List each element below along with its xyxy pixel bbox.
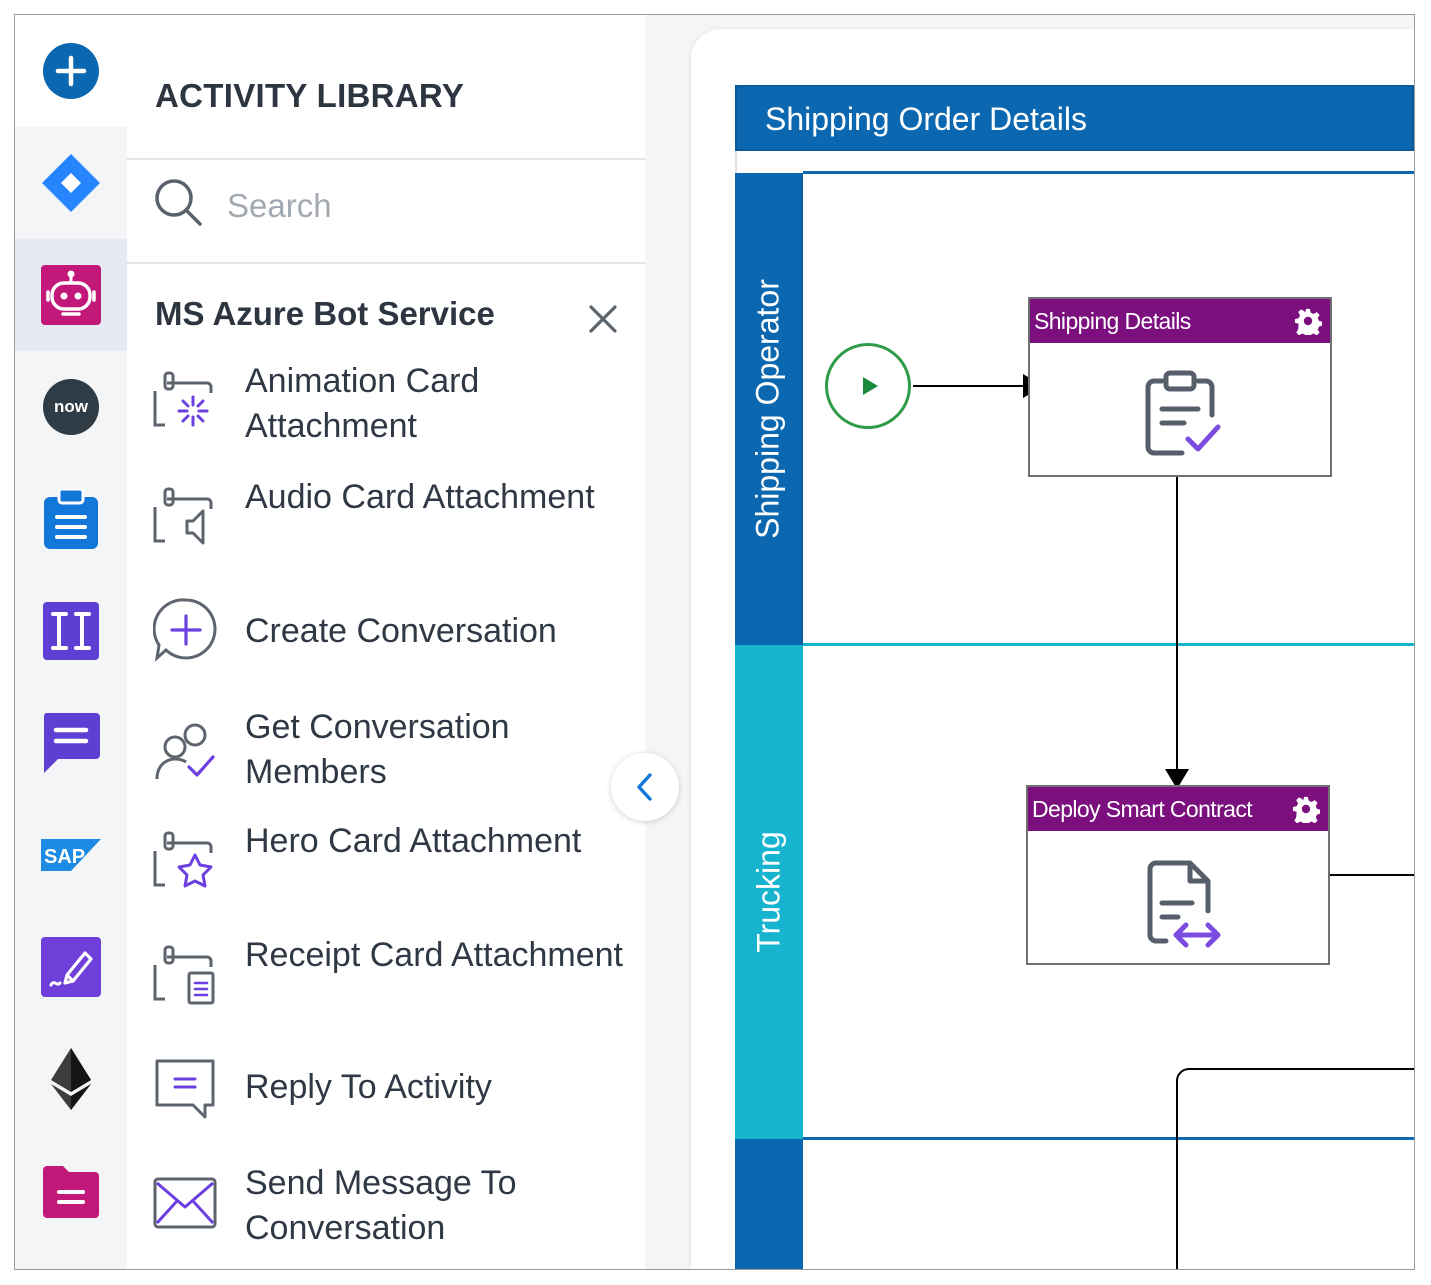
signature-icon xyxy=(41,937,101,997)
activity-label: Hero Card Attachment xyxy=(245,822,582,860)
task-header: Shipping Details xyxy=(1030,299,1330,343)
text-cursor-icon xyxy=(43,602,99,660)
svg-text:SAP: SAP xyxy=(44,846,85,868)
clipboard-icon xyxy=(44,489,98,549)
rail-item-document[interactable] xyxy=(15,1135,127,1247)
rail-item-chat[interactable] xyxy=(15,687,127,799)
rail-item-servicenow[interactable]: now xyxy=(15,351,127,463)
play-icon xyxy=(863,377,878,395)
process-canvas[interactable]: Shipping Order Details Shipping Operator… xyxy=(691,29,1414,1269)
rail-item-signature[interactable] xyxy=(15,911,127,1023)
search-divider xyxy=(127,262,645,264)
task-shipping-details[interactable]: Shipping Details xyxy=(1028,297,1332,477)
hero-card-icon xyxy=(153,831,213,888)
audio-card-icon xyxy=(153,487,213,545)
gear-icon[interactable] xyxy=(1292,795,1320,823)
reply-activity-icon xyxy=(155,1059,215,1119)
clipboard-check-icon xyxy=(1145,370,1221,456)
task-header: Deploy Smart Contract xyxy=(1028,787,1328,831)
sap-icon: SAP xyxy=(41,839,101,871)
servicenow-icon: now xyxy=(43,379,99,435)
lane-label: Trucking xyxy=(750,831,787,953)
svg-text:now: now xyxy=(54,397,89,416)
pool-gap xyxy=(735,151,1414,173)
start-event[interactable] xyxy=(825,343,911,429)
create-conversation-icon xyxy=(153,598,217,662)
jira-icon xyxy=(42,154,100,212)
ethereum-icon xyxy=(51,1048,91,1110)
gear-icon[interactable] xyxy=(1294,307,1322,335)
activity-label: Audio Card Attachment xyxy=(245,478,595,516)
chevron-left-icon xyxy=(637,773,652,801)
lane-divider xyxy=(803,643,1414,646)
activity-item-audio-card[interactable]: Audio Card Attachment xyxy=(153,475,623,567)
rail-item-sap[interactable]: SAP xyxy=(15,799,127,911)
activity-item-animation-card[interactable]: Animation Card Attachment xyxy=(153,359,623,451)
lane-shipping-operator[interactable]: Shipping Operator xyxy=(735,173,803,645)
lane-divider xyxy=(803,1137,1414,1140)
activity-label: Reply To Activity xyxy=(245,1068,492,1106)
chat-icon xyxy=(43,713,100,773)
search-box xyxy=(153,175,623,241)
pool-header[interactable]: Shipping Order Details xyxy=(735,85,1414,151)
library-title: ACTIVITY LIBRARY xyxy=(155,77,465,114)
pool-title: Shipping Order Details xyxy=(765,101,1087,137)
search-icon xyxy=(155,179,202,226)
activity-item-get-conversation-members[interactable]: Get Conversation Members xyxy=(153,705,623,797)
task-title: Shipping Details xyxy=(1034,308,1191,334)
activity-label: Animation Card Attachment xyxy=(245,362,480,445)
rail-add-button[interactable] xyxy=(15,15,127,127)
activity-library-panel: ACTIVITY LIBRARY MS Azure Bot Service An xyxy=(127,15,645,1269)
activity-item-reply-to-activity[interactable]: Reply To Activity xyxy=(153,1055,623,1121)
add-icon xyxy=(43,43,99,99)
activity-label: Receipt Card Attachment xyxy=(245,936,623,974)
library-divider xyxy=(127,158,645,160)
rail-item-azure-bot[interactable] xyxy=(15,239,127,351)
search-input[interactable] xyxy=(225,183,609,229)
rail-item-clipboard[interactable] xyxy=(15,463,127,575)
send-message-icon xyxy=(153,1177,217,1229)
activity-label: Create Conversation xyxy=(245,612,557,650)
lane-divider xyxy=(803,171,1414,174)
task-title: Deploy Smart Contract xyxy=(1032,796,1253,822)
rail-item-jira[interactable] xyxy=(15,127,127,239)
azure-bot-icon xyxy=(41,265,101,325)
receipt-card-icon xyxy=(153,945,215,1005)
animation-card-icon xyxy=(153,371,213,427)
collapse-panel-button[interactable] xyxy=(611,753,679,821)
rail-item-text-input[interactable] xyxy=(15,575,127,687)
lane-trucking[interactable]: Trucking xyxy=(735,645,803,1139)
activity-label: Get Conversation Members xyxy=(245,708,510,791)
conversation-members-icon xyxy=(155,723,215,780)
document-icon xyxy=(43,1166,99,1218)
lane-third[interactable] xyxy=(735,1139,803,1269)
close-icon[interactable] xyxy=(583,299,623,339)
lane-label: Shipping Operator xyxy=(749,279,786,539)
rail-item-ethereum[interactable] xyxy=(15,1023,127,1135)
group-title: MS Azure Bot Service xyxy=(155,295,495,332)
activity-label: Send Message To Conversation xyxy=(245,1164,517,1247)
activity-item-hero-card[interactable]: Hero Card Attachment xyxy=(153,819,623,911)
task-deploy-smart-contract[interactable]: Deploy Smart Contract xyxy=(1026,785,1330,965)
app-frame: now SAP xyxy=(14,14,1415,1270)
connector-rail: now SAP xyxy=(15,15,127,1269)
contract-deploy-icon xyxy=(1147,860,1221,948)
activity-item-receipt-card[interactable]: Receipt Card Attachment xyxy=(153,933,623,1025)
activity-item-create-conversation[interactable]: Create Conversation xyxy=(153,597,623,663)
activity-item-send-message[interactable]: Send Message To Conversation xyxy=(153,1161,623,1253)
